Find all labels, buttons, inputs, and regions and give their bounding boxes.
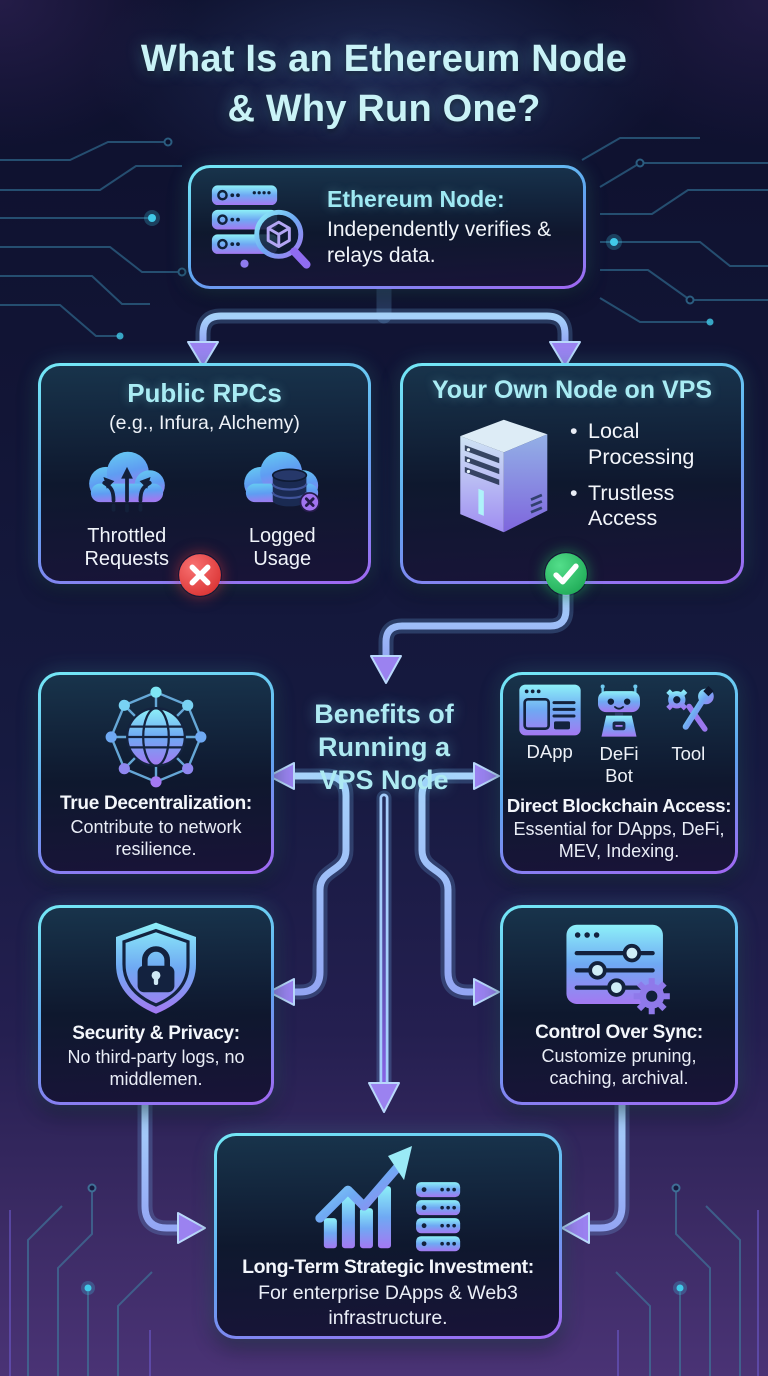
arrow-vps-to-hub [382,588,570,664]
sync-heading: Control Over Sync: [535,1021,703,1043]
globe-network-icon [105,686,207,788]
bullet-local-processing: Local Processing [570,419,720,471]
benefits-hub-title: Benefits of Running a VPS Node [282,698,486,797]
bullet-trustless-access: Trustless Access [570,481,720,533]
tool-item: Tool [654,683,723,787]
defi-bot-icon [597,684,640,737]
arrow-hub-right [418,772,478,996]
sync-box: Control Over Sync: Customize pruning, ca… [500,905,738,1105]
direct-access-box: DApp [500,672,738,874]
intro-heading: Ethereum Node: [327,185,505,212]
decentralization-body: Contribute to network resilience. [70,817,242,859]
dapp-window-icon [518,684,581,736]
dapp-item: DApp [515,683,584,787]
cross-badge [178,553,222,597]
check-badge [544,552,588,596]
direct-access-body: Essential for DApps, DeFi, MEV, Indexing… [513,819,725,861]
security-box: Security & Privacy: No third-party logs,… [38,905,274,1105]
server-search-icon [211,185,311,269]
public-rpcs-box: Public RPCs (e.g., Infura, Alchemy) [38,363,371,584]
decentralization-heading: True Decentralization: [60,793,252,815]
cloud-logging-icon [244,451,321,513]
throttled-item: Throttled Requests [55,445,198,571]
hub-line2: Running a [318,731,450,762]
page-title-line1: What Is an Ethereum Node [140,38,628,80]
logged-item: Logged Usage [211,445,354,571]
own-node-title: Your Own Node on VPS [431,376,713,404]
arrow-security-to-conclusion [141,1096,182,1232]
defi-bot-label: DeFi Bot [599,743,639,787]
throttled-label: Throttled Requests [84,525,169,570]
tool-label: Tool [671,743,706,765]
conclusion-box: Long-Term Strategic Investment: For ente… [214,1133,562,1339]
growth-chart-icon [315,1146,461,1252]
direct-access-heading: Direct Blockchain Access: [506,795,732,817]
public-rpcs-title: Public RPCs [127,378,282,408]
check-icon [545,553,587,595]
arrow-hub-left [290,772,350,996]
intro-body: Independently verifies & relays data. [327,217,552,267]
sync-control-icon [566,924,670,1014]
tools-icon [664,686,715,732]
security-body: No third-party logs, no middlemen. [67,1047,245,1089]
public-rpcs-subtitle: (e.g., Infura, Alchemy) [109,412,300,434]
logged-label: Logged Usage [248,525,316,570]
cloud-throttle-icon [88,451,165,513]
hub-line1: Benefits of [314,699,454,729]
hub-line3: VPS Node [319,764,449,795]
decentralization-box: True Decentralization: Contribute to net… [38,672,274,874]
page-title-line2: & Why Run One? [227,88,541,131]
own-node-bullets: Local Processing Trustless Access [570,409,720,542]
sync-body: Customize pruning, caching, archival. [541,1045,697,1088]
conclusion-heading: Long-Term Strategic Investment: [242,1256,534,1279]
arrowheads [177,341,590,1244]
conclusion-body: For enterprise DApps & Web3 infrastructu… [258,1282,518,1329]
vps-server-icon [460,419,548,532]
arrow-sync-to-conclusion [585,1096,626,1232]
security-heading: Security & Privacy: [72,1023,240,1045]
own-node-box: Your Own Node on VPS [400,363,744,584]
intro-box: Ethereum Node: Independently verifies & … [188,165,586,289]
page-title: What Is an Ethereum Node & Why Run One? [0,34,768,134]
defi-bot-item: DeFi Bot [584,683,653,787]
cross-icon [179,554,221,596]
dapp-label: DApp [526,741,573,763]
shield-lock-icon [116,922,196,1014]
